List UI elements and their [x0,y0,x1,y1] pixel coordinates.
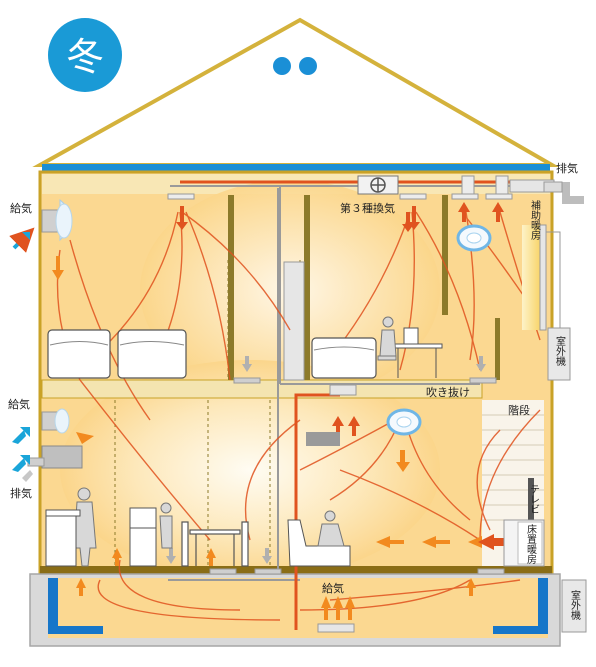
outdoor-unit-lower [561,579,587,633]
person-icon [159,502,173,549]
supply-arrow-head-icon [22,232,30,240]
warm-up-arrows-icon [332,202,504,436]
upper-supply-grille [41,198,73,242]
second-floor-slab [41,379,483,399]
supply-label-underfloor: 給気 [322,581,344,595]
tv-label: テレビ [528,484,539,514]
tv-icon [528,478,534,560]
roof [32,17,560,172]
heater-outflow-arrow-icon [478,534,494,550]
roof-vent-icon [299,57,317,75]
kitchen-counter-icon [45,509,81,567]
interior-walls [228,195,500,380]
desk-icon [391,327,443,378]
exhaust-label-lower: 排気 [10,486,32,500]
roof-insulation-line [42,164,550,172]
atrium-label: 吹き抜け [426,385,470,399]
person-icon [377,316,397,361]
underfloor-supply-arrows-icon [321,596,355,620]
outdoor-unit-upper-label: 室外機 [554,335,566,367]
floor-heating-unit [503,519,545,567]
ventilation-ducts [168,185,540,581]
ceiling-diffusers [167,175,513,200]
supply-arrow-icon [9,227,35,253]
supply-label-middle: 給気 [8,397,30,411]
refrigerator-icon [129,507,157,567]
aux-heating-unit [522,224,561,331]
middle-supply-grille [27,408,83,469]
roof-vent-icon [273,57,291,75]
person-icon [73,487,97,567]
bed-icon [47,329,111,379]
exhaust-arrow-icon [22,470,33,482]
season-label: 冬 [66,35,104,79]
orange-flow-arrows-icon [52,256,496,596]
stairs-label: 階段 [508,403,530,417]
third-type-ventilation-unit [357,175,399,195]
person-icon [317,510,345,547]
supply-arrows-middle-icon [12,427,30,472]
aux-heating-label: 補助暖房 [529,199,541,241]
season-badge: 冬 [48,18,122,92]
exhaust-duct [509,179,584,204]
heater-outflow-arrow-tail [492,538,504,546]
wall-ac-unit [306,432,340,446]
third-type-ventilation-label: 第３種換気 [340,201,395,215]
outdoor-unit-upper [547,327,571,381]
dining-table-icon [181,521,249,567]
exhaust-label-top: 排気 [556,161,578,175]
outdoor-unit-lower-label: 室外機 [569,589,581,621]
sofa-icon [287,519,351,567]
bed-icon [311,337,377,379]
ceiling-fan-icon [386,408,422,436]
floor-heating-label: 床置暖房 [525,523,537,565]
return-grilles [166,356,505,633]
bed-icon [117,329,187,379]
closet-door [283,261,305,381]
ceiling-fan-icon [456,224,492,252]
supply-label-upper: 給気 [10,201,32,215]
